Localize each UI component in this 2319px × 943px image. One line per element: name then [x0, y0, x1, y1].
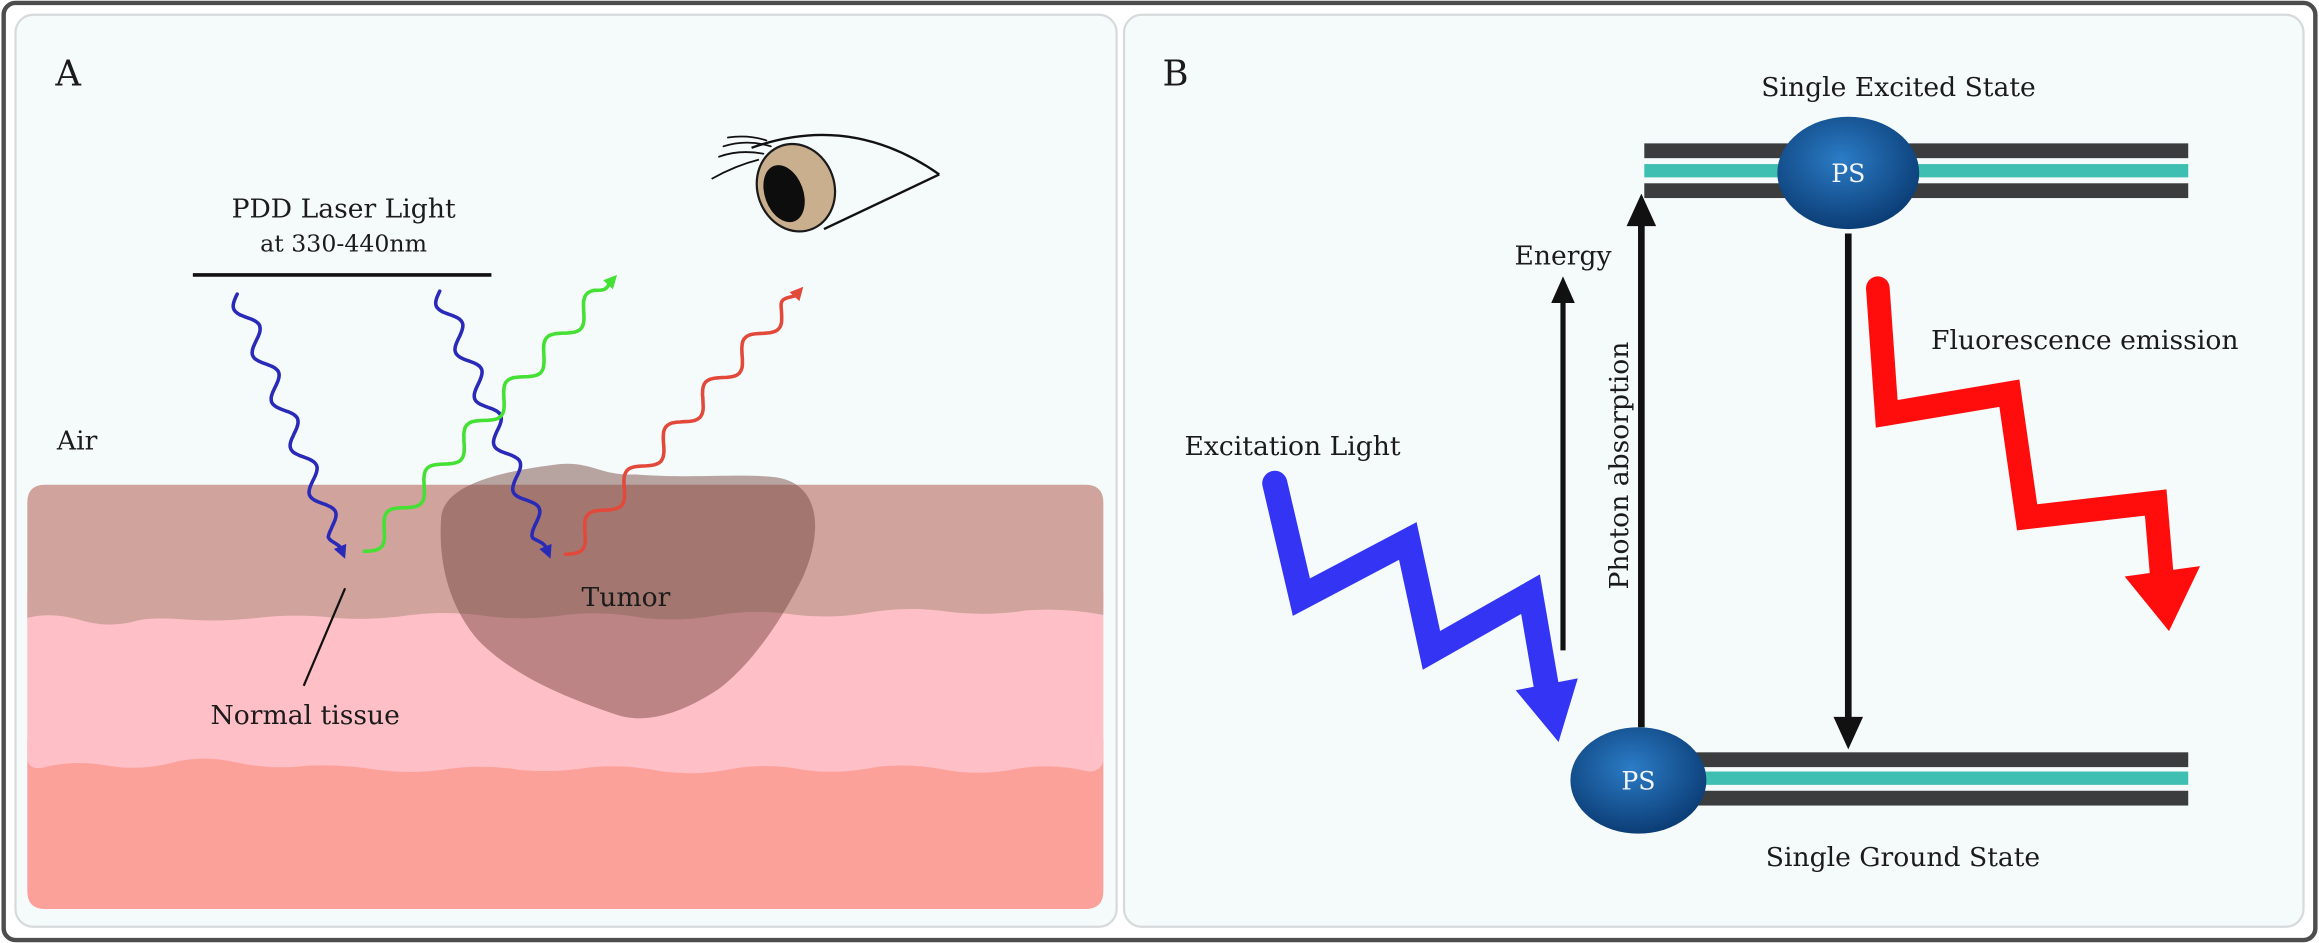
excitation-light-arrow	[1262, 470, 1578, 742]
incident-light-ray-1	[231, 292, 342, 549]
excitation-zigzag	[1262, 470, 1560, 702]
laser-title: PDD Laser Light	[232, 193, 456, 224]
tumor-label: Tumor	[582, 582, 671, 613]
incident-light-ray-2-arrowhead	[539, 543, 552, 559]
fluorescence-arrow	[1866, 276, 2201, 632]
tissue-bottom-layer	[27, 739, 1104, 910]
photon-absorption-arrowhead	[1626, 193, 1657, 227]
ps-excited-molecule	[1777, 116, 1920, 230]
ground-band-top	[1670, 752, 2189, 768]
normal-tissue-pointer	[302, 587, 347, 687]
energy-arrow	[1551, 276, 1575, 651]
ground-band-bottom	[1670, 790, 2189, 806]
ground-state-label: Single Ground State	[1766, 842, 2040, 873]
reflected-green-light-ray	[362, 283, 611, 554]
emitted-red-light-arrowhead	[789, 286, 804, 302]
laser-wavelength: at 330-440nm	[260, 229, 427, 257]
eye-lower-lid	[823, 173, 940, 231]
air-label: Air	[56, 425, 98, 456]
normal-tissue-label: Normal tissue	[210, 700, 399, 731]
photon-absorption-label: Photon absorption	[1604, 342, 1635, 590]
panel-b: B Single Excited State PS PS Single Grou…	[1122, 13, 2305, 928]
fluorescence-zigzag	[1866, 276, 2174, 586]
emitted-red-light-ray	[563, 293, 797, 557]
ps-ground-label: PS	[1621, 766, 1655, 795]
panel-b-background	[1122, 13, 2305, 928]
ground-band-middle	[1670, 771, 2189, 785]
photon-absorption-arrow	[1626, 193, 1657, 728]
eye-upper-lid	[751, 133, 940, 176]
reflected-green-light-arrowhead	[603, 274, 618, 290]
ps-ground-molecule	[1570, 727, 1707, 834]
excited-band-top	[1644, 143, 2189, 159]
fluorescence-arrowhead	[2124, 566, 2201, 632]
emission-transition-arrow	[1833, 233, 1864, 750]
eye-lashes	[718, 135, 772, 158]
energy-label: Energy	[1514, 241, 1611, 272]
panel-b-letter: B	[1162, 54, 1188, 95]
tissue-middle-layer	[27, 591, 1104, 774]
excitation-light-label: Excitation Light	[1184, 431, 1400, 462]
ground-state-bands	[1670, 752, 2189, 806]
eye-pupil	[763, 165, 805, 223]
panel-a: A PDD Laser Light at 330-440nm Air Tumor…	[14, 13, 1118, 928]
ps-excited-label: PS	[1831, 159, 1865, 188]
energy-arrowhead	[1551, 276, 1575, 304]
eye-icon	[711, 133, 940, 233]
emission-transition-arrowhead	[1833, 716, 1864, 750]
panel-a-letter: A	[54, 54, 81, 95]
fluorescence-label: Fluorescence emission	[1931, 325, 2238, 356]
excitation-arrowhead	[1515, 678, 1578, 742]
incident-light-ray-1-arrowhead	[333, 543, 347, 559]
excited-state-label: Single Excited State	[1761, 72, 2035, 103]
eye-inner-corner	[711, 158, 760, 180]
